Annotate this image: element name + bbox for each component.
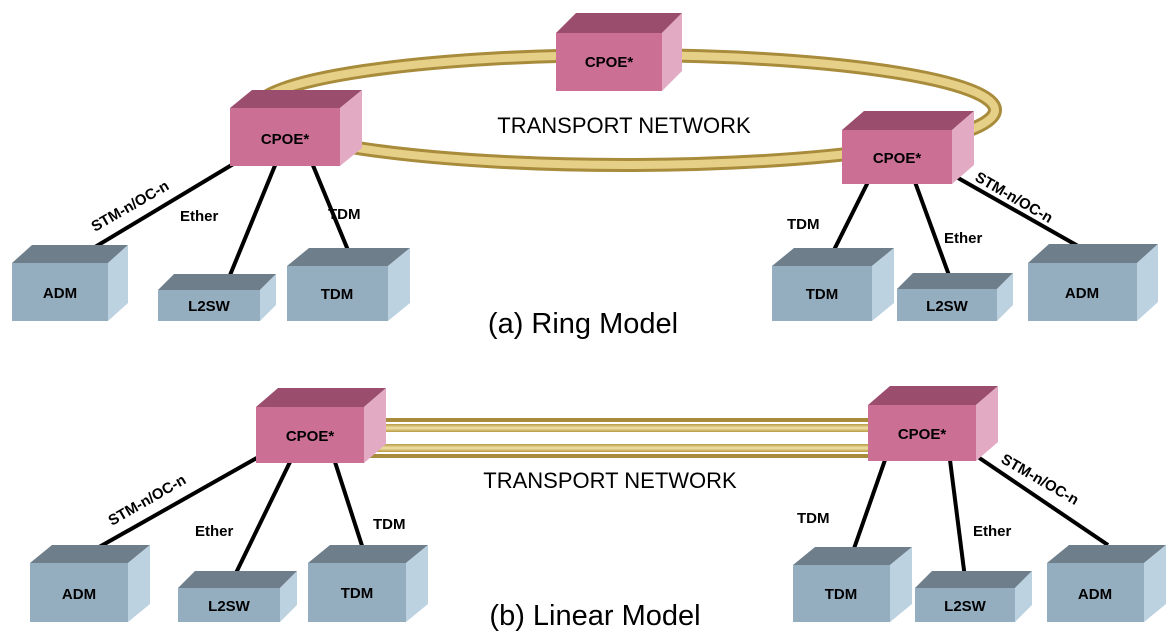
ether-link-label: Ether bbox=[944, 230, 983, 247]
adm-box-ring-left: ADM bbox=[12, 245, 128, 321]
cpoe-box-linear-left: CPOE* bbox=[256, 388, 386, 463]
cpoe-label: CPOE* bbox=[286, 428, 335, 445]
tdm-box-ring-left: TDM bbox=[287, 248, 410, 321]
adm-box-ring-right: ADM bbox=[1028, 244, 1158, 321]
l2sw-label: L2SW bbox=[208, 598, 251, 615]
cpoe-label: CPOE* bbox=[261, 131, 310, 148]
adm-label: ADM bbox=[1065, 285, 1099, 302]
link-right-tdm bbox=[848, 459, 887, 561]
cpoe-box-ring-top: CPOE* bbox=[556, 13, 682, 91]
l2sw-box-linear-left: L2SW bbox=[178, 571, 297, 622]
linear-model-caption: (b) Linear Model bbox=[489, 600, 700, 632]
ether-link-label: Ether bbox=[195, 523, 234, 540]
linear-transport-path bbox=[338, 418, 902, 458]
l2sw-box-ring-left: L2SW bbox=[158, 274, 276, 321]
link-left-ether bbox=[233, 461, 292, 576]
cpoe-label: CPOE* bbox=[898, 426, 947, 443]
adm-label: ADM bbox=[43, 285, 77, 302]
linear-left-links bbox=[84, 453, 367, 576]
tdm-label: TDM bbox=[806, 286, 839, 303]
cpoe-box-linear-right: CPOE* bbox=[868, 386, 998, 461]
l2sw-label: L2SW bbox=[944, 598, 987, 615]
ether-link-label: Ether bbox=[180, 208, 219, 225]
link-right-stm bbox=[973, 453, 1110, 547]
ring-model-caption: (a) Ring Model bbox=[488, 308, 678, 340]
adm-box-linear-left: ADM bbox=[30, 545, 150, 622]
ether-link-label: Ether bbox=[973, 523, 1012, 540]
tdm-link-label: TDM bbox=[787, 216, 820, 233]
adm-box-linear-right: ADM bbox=[1047, 545, 1166, 622]
linear-right-links bbox=[848, 453, 1110, 579]
l2sw-label: L2SW bbox=[188, 298, 231, 315]
transport-network-label-linear: TRANSPORT NETWORK bbox=[483, 468, 737, 493]
cpoe-label: CPOE* bbox=[585, 54, 634, 71]
tdm-label: TDM bbox=[321, 286, 354, 303]
tdm-link-label: TDM bbox=[797, 510, 830, 527]
link-right-ether bbox=[913, 181, 952, 279]
cpoe-box-ring-right: CPOE* bbox=[842, 111, 974, 184]
link-left-stm bbox=[84, 453, 263, 557]
stm-link-label: STM-n/OC-n bbox=[972, 169, 1056, 227]
l2sw-box-linear-right: L2SW bbox=[915, 571, 1032, 622]
link-left-ether bbox=[226, 162, 278, 281]
adm-label: ADM bbox=[62, 586, 96, 603]
l2sw-box-ring-right: L2SW bbox=[897, 273, 1013, 321]
cpoe-label: CPOE* bbox=[873, 150, 922, 167]
tdm-box-ring-right: TDM bbox=[772, 248, 894, 321]
link-left-tdm bbox=[310, 162, 352, 256]
tdm-link-label: TDM bbox=[328, 206, 361, 223]
adm-label: ADM bbox=[1078, 586, 1112, 603]
transport-network-label-ring: TRANSPORT NETWORK bbox=[497, 113, 751, 138]
tdm-label: TDM bbox=[825, 586, 858, 603]
tdm-label: TDM bbox=[341, 585, 374, 602]
link-left-tdm bbox=[333, 461, 367, 556]
tdm-link-label: TDM bbox=[373, 516, 406, 533]
link-right-ether bbox=[948, 459, 967, 579]
tdm-box-linear-left: TDM bbox=[308, 545, 428, 622]
link-right-stm bbox=[943, 168, 1086, 252]
tdm-box-linear-right: TDM bbox=[793, 547, 912, 622]
cpoe-box-ring-left: CPOE* bbox=[230, 90, 362, 166]
l2sw-label: L2SW bbox=[926, 298, 969, 315]
